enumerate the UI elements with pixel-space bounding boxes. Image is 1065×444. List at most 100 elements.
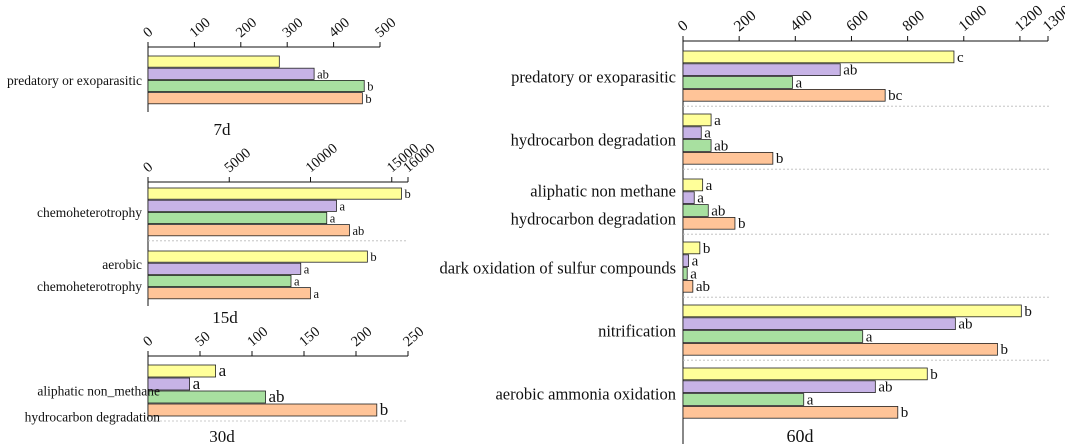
panel-7d-tick-label: 400 (326, 15, 353, 41)
panel-7d-tick-label: 300 (279, 15, 306, 41)
panel-7d-bar-label: b (367, 80, 373, 94)
panel-30d-bar-label: b (380, 400, 389, 419)
panel-30d-tick-label: 50 (192, 328, 213, 350)
panel-60d-bar (682, 113, 712, 127)
panel-15d-category-label: chemoheterotrophy (37, 279, 142, 294)
panel-15d-bar (147, 224, 350, 237)
panel-7d-tick-label: 0 (140, 24, 156, 41)
panel-15d-bar-label: b (405, 187, 411, 201)
panel-60d-bar (682, 216, 736, 230)
panel-15d-tick-label: 5000 (222, 145, 254, 176)
panel-60d-category-label: predatory or exoparasitic (511, 67, 676, 86)
panel-60d-bar (682, 380, 876, 393)
panel-30d-tick-label: 200 (348, 324, 375, 350)
panel-15d-title: 15d (212, 308, 238, 327)
panel-15d-category-label: aerobic (102, 257, 142, 272)
panel-7d-category-label: predatory or exoparasitic (7, 73, 142, 88)
panel-15d-bar (147, 262, 302, 275)
panel-60d-bar-label: a (704, 126, 711, 142)
panel-60d-bar (682, 76, 793, 89)
panel-30d-bar-label: ab (269, 387, 285, 406)
panel-60d-bar-label: c (957, 50, 964, 66)
panel-15d-tick-label: 0 (140, 159, 156, 176)
panel-60d-tick-label: 400 (787, 7, 816, 35)
panel-15d-tick-label: 10000 (303, 141, 341, 177)
panel-30d-bar-label: a (219, 361, 227, 380)
panel-15d-bar-label: a (304, 262, 310, 276)
panel-15d-bar-label: a (294, 275, 300, 289)
panel-7d-bar (147, 92, 363, 105)
panel-60d-tick-label: 200 (731, 7, 760, 35)
panel-15d-bar (147, 274, 292, 287)
panel-60d-bar-label: ab (878, 380, 892, 396)
panel-60d-bar-label: b (930, 367, 938, 383)
panel-60d-bar (682, 204, 709, 217)
panel-60d-bar-label: a (866, 329, 873, 345)
panel-15d-bar-label: a (340, 199, 346, 213)
panel-60d-bar (682, 89, 886, 102)
panel-60d-bar (682, 151, 774, 165)
panel-60d-tick-label: 800 (899, 7, 928, 35)
panel-60d-bar-label: a (796, 75, 803, 91)
panel-15d-bar-label: a (314, 287, 320, 301)
panel-15d-bar-label: b (370, 250, 376, 264)
panel-60d-bar (682, 126, 702, 140)
panel-60d-bar-label: a (690, 266, 697, 282)
panel-60d-bar (682, 254, 690, 268)
panel-7d-bar (147, 67, 315, 80)
panel-60d-bar-label: a (692, 254, 699, 270)
panel-30d-category-label: aliphatic non_methane (37, 384, 160, 399)
panel-60d-tick-label: 0 (675, 17, 692, 35)
panel-7d-bar-label: b (365, 92, 371, 106)
panel-7d-bar (147, 80, 365, 93)
panel-60d-bar (682, 405, 899, 419)
panel-60d-category-label: hydrocarbon degradation (511, 130, 676, 149)
panel-30d-category-label: hydrocarbon degradation (25, 410, 161, 425)
panel-60d-tick-label: 1300 (1040, 2, 1065, 35)
panel-60d-bar (682, 50, 955, 64)
panel-60d-bar (682, 191, 695, 205)
panel-7d-tick-label: 200 (233, 15, 260, 41)
panel-30d-tick-label: 100 (244, 324, 271, 350)
panel-60d-bar-label: b (1024, 304, 1032, 320)
panel-60d-bar-label: b (738, 216, 746, 232)
panel-15d-bar (147, 211, 328, 224)
panel-60d-bar (682, 267, 688, 280)
panel-60d-bar (682, 393, 805, 406)
panel-60d-bar (682, 317, 956, 330)
panel-60d-bar-label: b (901, 405, 909, 421)
panel-60d-bar (682, 139, 712, 152)
panel-60d-bar-label: a (714, 113, 721, 129)
panel-60d-bar-label: b (776, 151, 784, 167)
panel-60d-bar-label: bc (888, 88, 903, 104)
panel-30d-tick-label: 0 (140, 333, 156, 350)
panel-15d-category-label: chemoheterotrophy (37, 205, 142, 220)
panel-30d-bar (147, 390, 266, 404)
panel-60d-bar-label: a (807, 392, 814, 408)
panel-7d-tick-label: 500 (372, 15, 399, 41)
panel-60d-category-label: dark oxidation of sulfur compounds (440, 258, 676, 277)
panel-60d-bar-label: ab (696, 279, 710, 295)
panel-60d-category-label: nitrification (598, 321, 676, 340)
panel-60d-title: 60d (787, 426, 814, 444)
panel-60d-bar-label: ab (711, 203, 725, 219)
panel-60d-bar (682, 63, 841, 76)
panel-15d-bar-label: ab (353, 224, 365, 238)
panel-60d-bar (682, 178, 704, 192)
panel-30d-title: 30d (209, 427, 235, 444)
panel-60d-bar (682, 367, 928, 381)
panel-15d-bar (147, 187, 402, 200)
panel-7d-bar-label: ab (317, 67, 329, 81)
panel-15d-bar (147, 199, 337, 212)
panel-60d-category-label: aliphatic non methane (530, 181, 676, 200)
panel-15d-bar (147, 250, 368, 263)
panel-7d-tick-label: 100 (187, 15, 214, 41)
panel-60d-category-label: aerobic ammonia oxidation (495, 384, 676, 403)
panel-7d-title: 7d (214, 120, 232, 139)
panel-60d-bar-label: a (706, 178, 713, 194)
panel-15d-bar (147, 287, 311, 300)
panel-60d-bar-label: ab (714, 138, 728, 154)
panel-60d-bar-label: ab (958, 317, 972, 333)
panel-15d-bar-label: a (330, 212, 336, 226)
panel-30d-bar (147, 364, 216, 378)
